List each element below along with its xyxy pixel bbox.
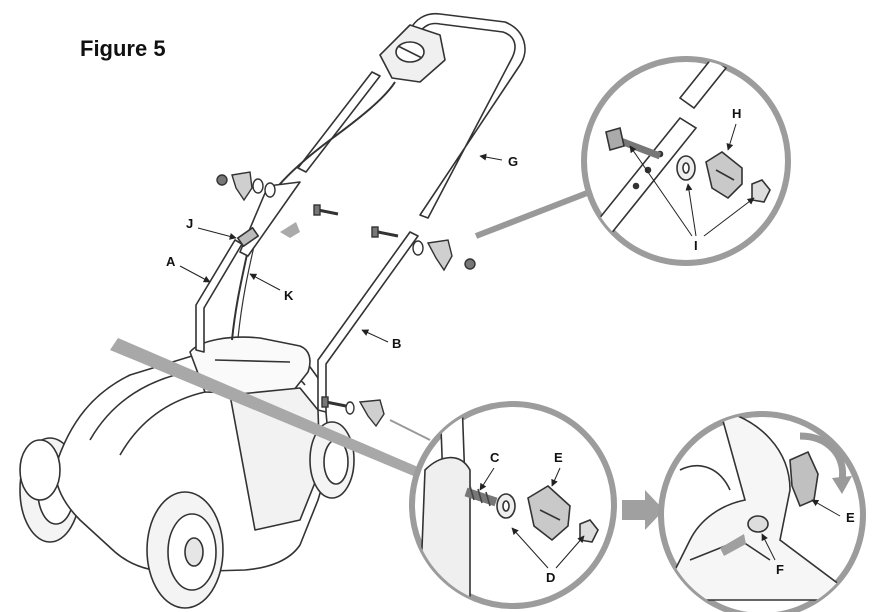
- label-k: K: [284, 288, 294, 303]
- label-e-detail: E: [846, 510, 855, 525]
- label-i: I: [694, 238, 698, 253]
- label-d: D: [546, 570, 555, 585]
- label-a: A: [166, 254, 176, 269]
- fasteners: [216, 171, 476, 428]
- sequence-arrow: [622, 490, 664, 530]
- label-h: H: [732, 106, 741, 121]
- label-g: G: [508, 154, 518, 169]
- label-e: E: [554, 450, 563, 465]
- handle-assembly: [195, 12, 526, 413]
- label-f: F: [776, 562, 784, 577]
- zoom-line-mid: [389, 419, 431, 441]
- label-j: J: [186, 216, 193, 231]
- zoom-pointer-d: [110, 338, 428, 482]
- label-c: C: [490, 450, 500, 465]
- leader-lines: [179, 123, 841, 569]
- zoom-detail-cde: [409, 401, 617, 609]
- zoom-detail-ef: [658, 411, 866, 612]
- figure-title: Figure 5: [80, 36, 166, 61]
- label-b: B: [392, 336, 401, 351]
- zoom-line-top: [474, 185, 602, 239]
- zoom-detail-hi: [581, 56, 791, 266]
